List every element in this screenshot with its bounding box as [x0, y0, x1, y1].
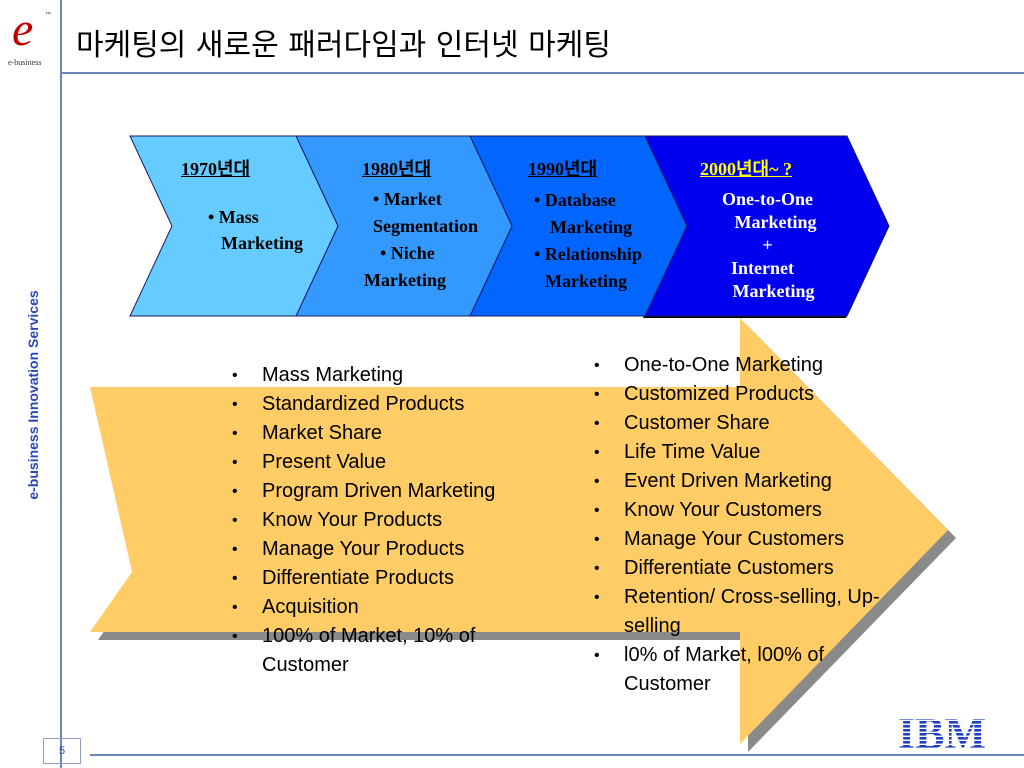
era4-line: + [762, 235, 773, 255]
right-list-item: Retention/ Cross-selling, Up-selling [594, 583, 894, 641]
era3-line: • Database [534, 190, 616, 210]
era4-line: Marketing [732, 281, 815, 301]
left-list-item: Present Value [232, 448, 552, 477]
era2-heading: 1980년대 [362, 159, 432, 179]
left-list-item: Mass Marketing [232, 361, 552, 390]
one-to-one-marketing-list: One-to-One MarketingCustomized ProductsC… [594, 351, 894, 699]
left-list-item: Differentiate Products [232, 564, 552, 593]
era1-line: • Mass [208, 207, 259, 227]
era1-heading: 1970년대 [181, 159, 251, 179]
logo-trademark: ™ [45, 12, 51, 18]
era2-text: • Market Segmentation • Niche Marketing [364, 186, 478, 294]
left-list-item: Know Your Products [232, 506, 552, 535]
era3-line: Marketing [550, 217, 632, 237]
era2-line: • Market [373, 189, 442, 209]
e-business-logo: e ™ e-business [8, 3, 52, 68]
era4-line: Marketing [734, 212, 817, 232]
e-logo-icon: e [12, 3, 34, 56]
page-number: 5 [43, 738, 81, 764]
left-list-item: Manage Your Products [232, 535, 552, 564]
left-list-item: 100% of Market, 10% of Customer [232, 622, 552, 680]
era3-heading: 1990년대 [528, 159, 598, 179]
era2-line: Marketing [364, 270, 446, 290]
ibm-logo-text: IBM [898, 713, 986, 753]
left-list-item: Acquisition [232, 593, 552, 622]
era2-line: Segmentation [373, 216, 478, 236]
era2-line: • Niche [380, 243, 435, 263]
era4-heading: 2000년대~ ? [700, 159, 792, 179]
right-list-item: Know Your Customers [594, 496, 894, 525]
right-list-item: Life Time Value [594, 438, 894, 467]
right-list-item: l0% of Market, l00% of Customer [594, 641, 894, 699]
right-list-item: One-to-One Marketing [594, 351, 894, 380]
era1-chevron [129, 135, 339, 317]
traditional-marketing-list: Mass MarketingStandardized ProductsMarke… [232, 361, 552, 680]
left-border-line [60, 0, 62, 768]
era3-line: • Relationship [534, 244, 642, 264]
era3-line: Marketing [545, 271, 627, 291]
footer-divider [90, 754, 1024, 756]
left-list-item: Program Driven Marketing [232, 477, 552, 506]
era-chevrons [129, 135, 890, 318]
era4-line: One-to-One [722, 189, 813, 209]
left-list-item: Standardized Products [232, 390, 552, 419]
ibm-logo: IBM [898, 713, 986, 753]
era1-text: • Mass Marketing [208, 204, 303, 256]
right-list-item: Event Driven Marketing [594, 467, 894, 496]
era3-text: • Database Marketing • Relationship Mark… [534, 187, 642, 295]
right-list-item: Customized Products [594, 380, 894, 409]
era1-line: Marketing [221, 233, 303, 253]
slide-title: 마케팅의 새로운 패러다임과 인터넷 마케팅 [76, 28, 611, 63]
logo-caption: e-business [8, 58, 42, 67]
era4-text: One-to-One Marketing + Internet Marketin… [700, 188, 835, 303]
left-list-item: Market Share [232, 419, 552, 448]
right-list-item: Customer Share [594, 409, 894, 438]
header-divider [60, 72, 1024, 74]
right-list-item: Differentiate Customers [594, 554, 894, 583]
era4-line: Internet [731, 258, 794, 278]
right-list-item: Manage Your Customers [594, 525, 894, 554]
